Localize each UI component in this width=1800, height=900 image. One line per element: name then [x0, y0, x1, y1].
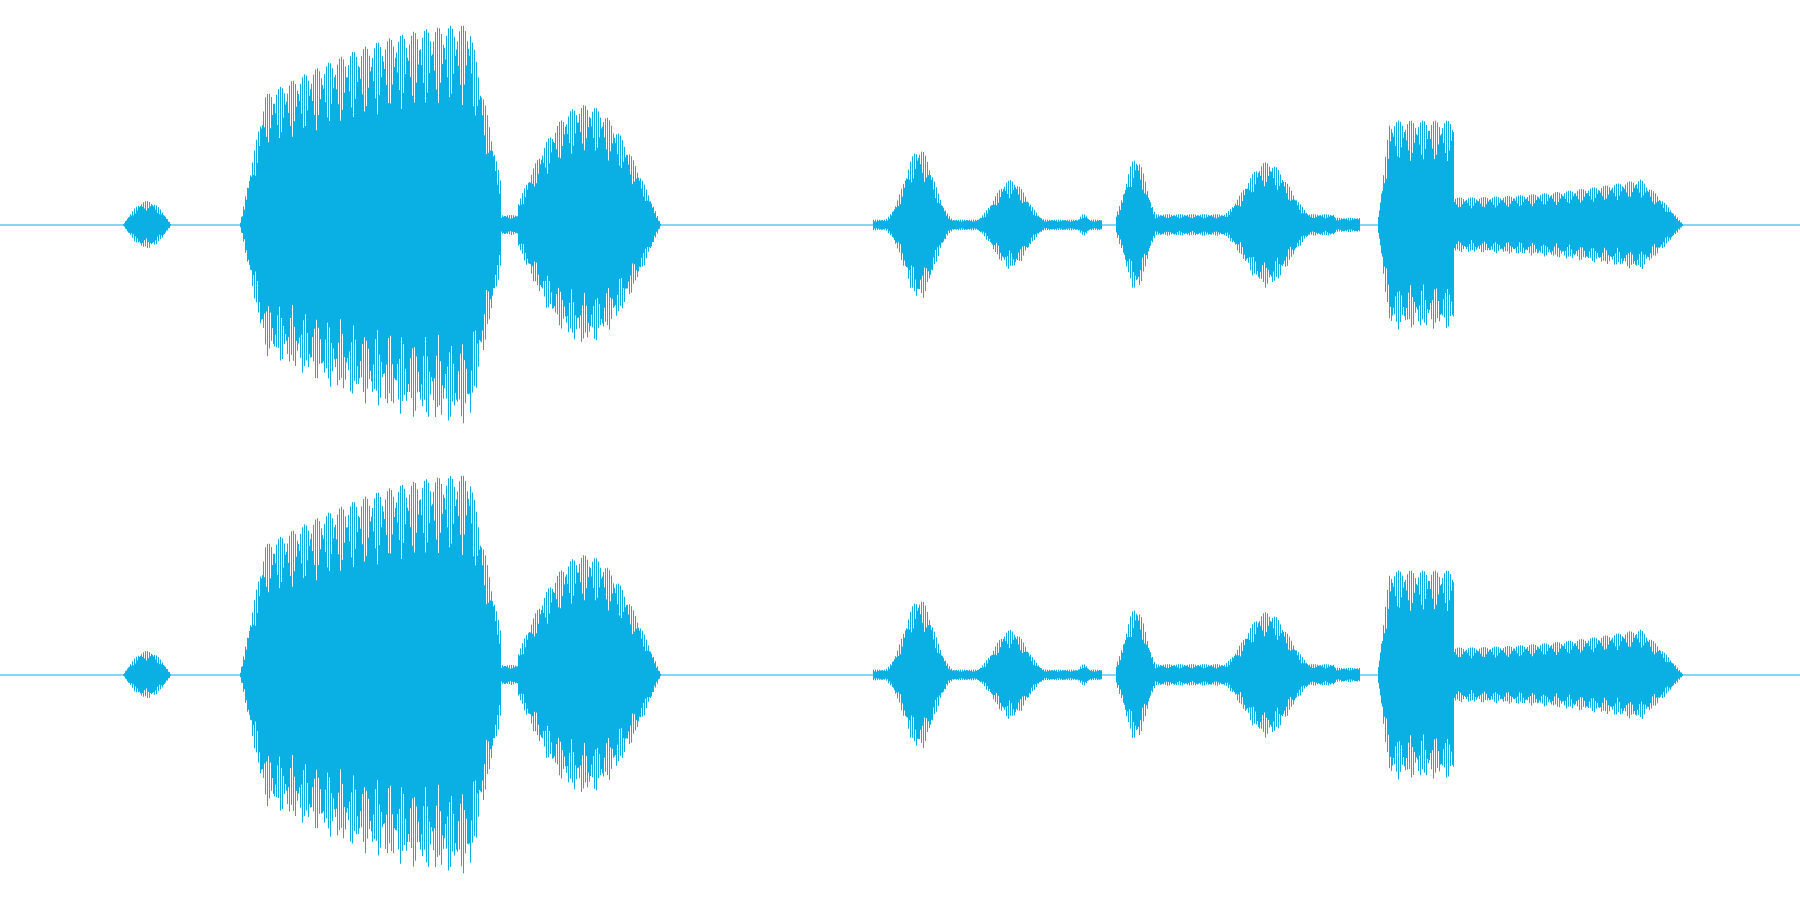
waveform-signal: [123, 25, 1683, 424]
waveform-signal: [123, 475, 1683, 874]
waveform-channel-2: [0, 475, 1800, 874]
waveform-channel-1: [0, 25, 1800, 424]
